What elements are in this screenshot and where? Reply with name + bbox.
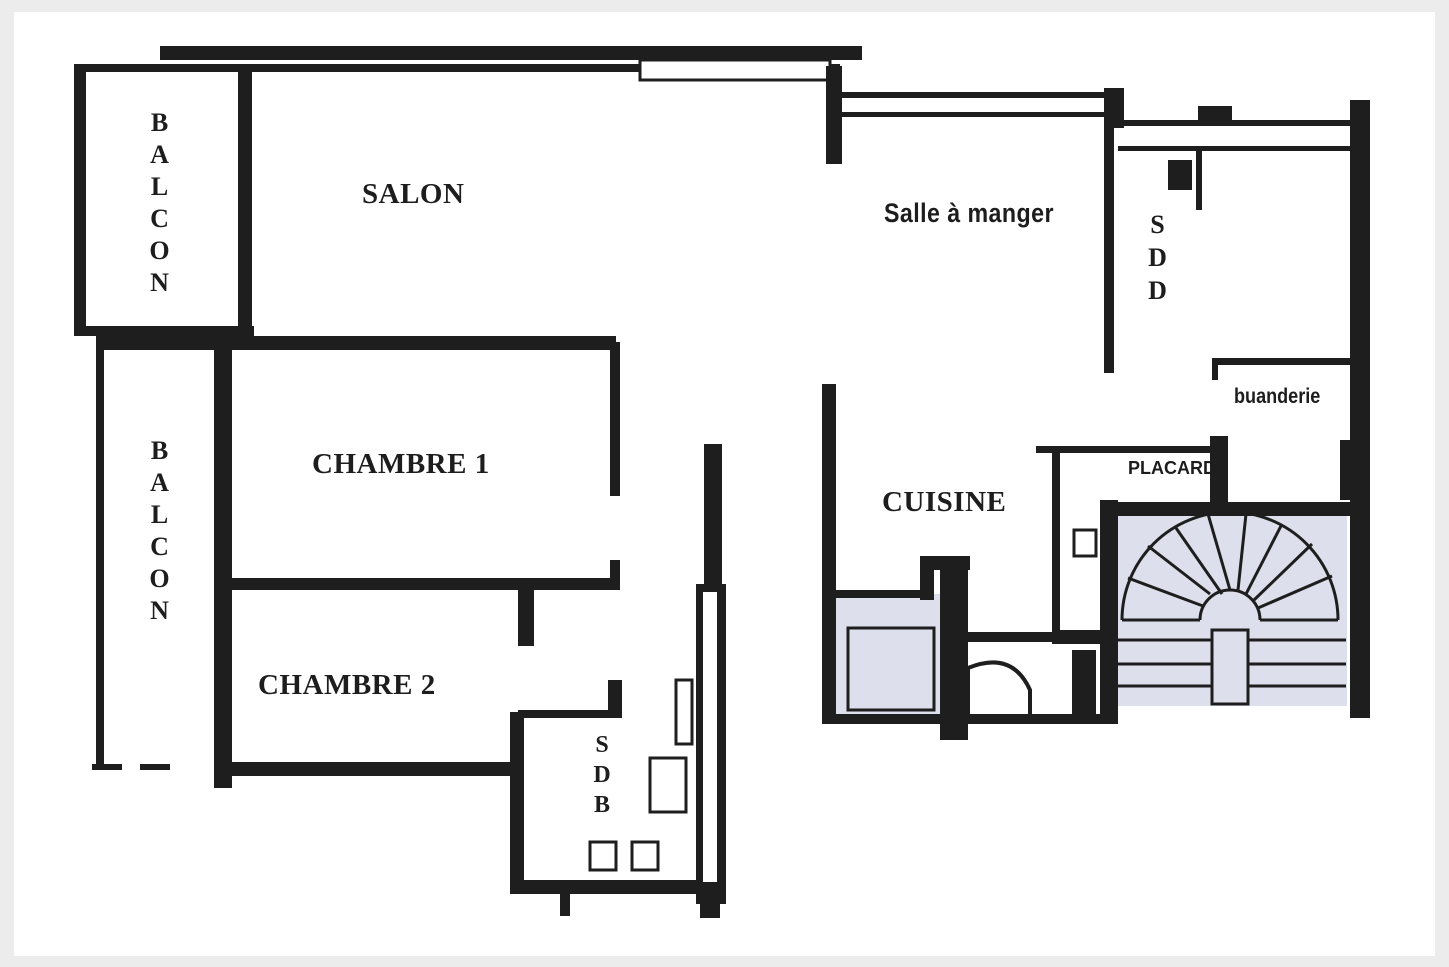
label-salon: SALON — [362, 178, 465, 210]
label-placard: PLACARD — [1128, 458, 1216, 478]
balcon-top-text: BALCON — [145, 108, 174, 300]
wall-inner-lines — [703, 99, 1348, 882]
label-balcon-top: BALCON — [145, 108, 175, 300]
label-chambre-2: CHAMBRE 2 — [258, 669, 436, 701]
sdb-text: SDB — [589, 732, 615, 822]
label-buanderie: buanderie — [1234, 385, 1321, 408]
fixtures — [588, 528, 1098, 872]
label-cuisine: CUISINE — [882, 486, 1007, 518]
sdd-text: SDD — [1143, 210, 1172, 309]
balcon-bottom-text: BALCON — [145, 436, 174, 628]
label-salle-a-manger: Salle à manger — [884, 198, 1054, 228]
staircase-area — [1115, 514, 1347, 706]
label-sdb: SDB — [587, 732, 617, 822]
label-balcon-bottom: BALCON — [145, 436, 175, 628]
spiral-staircase — [1118, 510, 1346, 706]
label-sdd: SDD — [1143, 210, 1173, 309]
door-arch — [966, 660, 1032, 720]
label-chambre-1: CHAMBRE 1 — [312, 448, 490, 480]
